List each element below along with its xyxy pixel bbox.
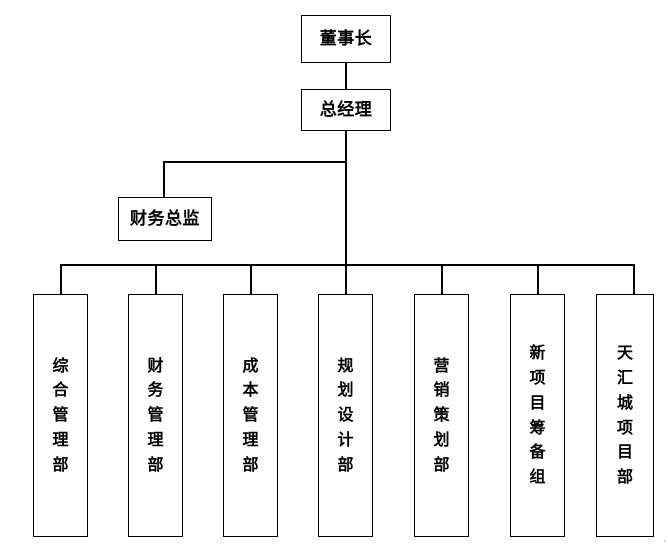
node-department-7-label: 天汇城项目部 [617, 343, 634, 487]
connector-gm-to-finance-horizontal [163, 161, 347, 163]
connector-dept-6 [537, 264, 539, 294]
connector-gm-down [345, 131, 347, 266]
node-department-6[interactable]: 新项目筹备组 [510, 294, 565, 537]
connector-dept-7 [633, 264, 635, 294]
connector-dept-5 [441, 264, 443, 294]
connector-finance-drop [163, 161, 165, 197]
connector-dept-2 [155, 264, 157, 294]
connector-dept-4 [345, 264, 347, 294]
node-department-5[interactable]: 营销策划部 [414, 294, 469, 537]
node-chairman-label: 董事长 [319, 28, 373, 49]
connector-chairman-to-gm [345, 63, 347, 89]
node-department-4-label: 规划设计部 [337, 355, 355, 474]
node-general-manager-label: 总经理 [319, 99, 373, 120]
node-general-manager[interactable]: 总经理 [301, 89, 391, 131]
connector-department-bus [60, 264, 634, 266]
node-department-4[interactable]: 规划设计部 [318, 294, 373, 537]
node-department-1[interactable]: 综合管理部 [33, 294, 88, 537]
node-finance-director-label: 财务总监 [130, 208, 200, 229]
node-department-7[interactable]: 天汇城项目部 [596, 294, 654, 537]
page-corner-mark: · [663, 537, 666, 547]
connector-dept-3 [250, 264, 252, 294]
node-department-3-label: 成本管理部 [242, 355, 260, 474]
node-department-2-label: 财务管理部 [147, 355, 165, 474]
connector-dept-1 [60, 264, 62, 294]
node-finance-director[interactable]: 财务总监 [118, 197, 212, 241]
node-chairman[interactable]: 董事长 [301, 15, 391, 63]
node-department-6-label: 新项目筹备组 [529, 343, 547, 487]
node-department-3[interactable]: 成本管理部 [223, 294, 278, 537]
node-department-2[interactable]: 财务管理部 [128, 294, 183, 537]
node-department-1-label: 综合管理部 [52, 355, 70, 474]
node-department-5-label: 营销策划部 [433, 355, 451, 474]
